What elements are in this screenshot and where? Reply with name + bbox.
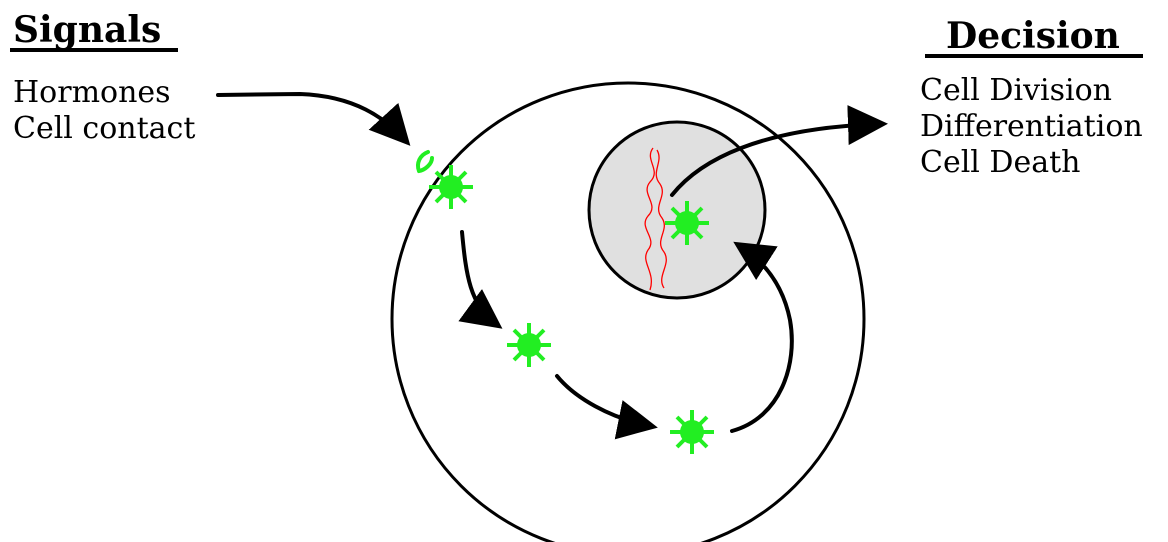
signals-heading: Signals (13, 9, 161, 51)
arrow-icon (462, 232, 496, 324)
signal-molecule-icon (507, 323, 551, 367)
arrow-icon (732, 246, 792, 431)
signal-molecule-icon (429, 165, 473, 209)
signal-item-hormones: Hormones (13, 75, 171, 110)
arrow-icon (218, 94, 405, 140)
decision-item-differentiation: Differentiation (920, 109, 1143, 144)
decision-item-cell-division: Cell Division (920, 73, 1112, 108)
decision-item-cell-death: Cell Death (920, 145, 1081, 180)
decision-heading: Decision (946, 15, 1120, 57)
signal-item-cell-contact: Cell contact (13, 111, 195, 146)
signal-molecule-icon (670, 410, 714, 454)
arrow-icon (557, 376, 650, 426)
receptor-icon (418, 152, 432, 171)
